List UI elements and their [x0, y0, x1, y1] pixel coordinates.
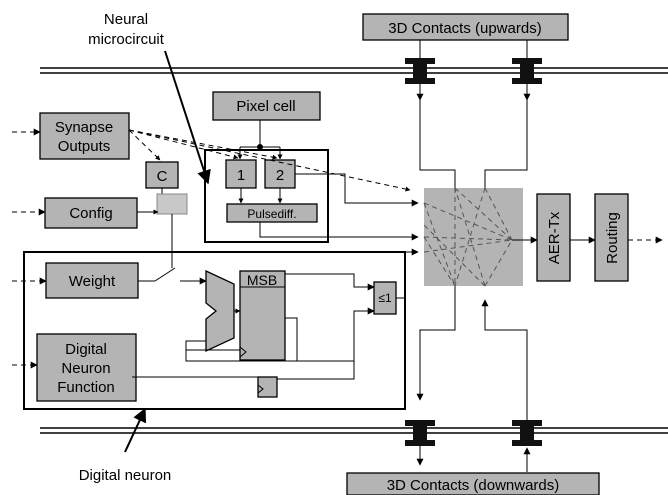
weight-box: [45, 262, 139, 299]
c-box: [145, 161, 179, 189]
contact-down-left: [405, 420, 435, 446]
config-label: Config: [69, 205, 112, 222]
neural-microcircuit-label-2: microcircuit: [88, 31, 165, 48]
routing-label: Routing: [604, 212, 621, 264]
dnf-label-3: Function: [57, 379, 115, 396]
contact-up-right: [512, 58, 542, 84]
or-gate-label: ≤1: [378, 291, 392, 305]
contact-up-left: [405, 58, 435, 84]
digital-neuron-label: Digital neuron: [79, 467, 172, 484]
pixel-cell-label: Pixel cell: [236, 98, 295, 115]
neural-microcircuit-frame: [204, 149, 329, 243]
config-box: [44, 197, 138, 229]
msb-register: [239, 270, 286, 361]
synapse-outputs-box: [39, 112, 130, 160]
pulsediff-label: Pulsediff.: [247, 207, 296, 221]
contacts-up-box: 3D Contacts (upwards): [362, 13, 569, 41]
cell-2-label: 2: [276, 167, 284, 184]
top-bus: [40, 67, 668, 74]
crossbar-dashed-paths: [423, 187, 513, 287]
adder-block: [205, 269, 235, 353]
dnf-flipflop: [257, 376, 278, 398]
contacts-up-label: 3D Contacts (upwards): [388, 20, 541, 37]
synapse-label-1: Synapse: [55, 119, 113, 136]
synapse-label-2: Outputs: [58, 138, 111, 155]
aer-tx-label: AER-Tx: [546, 211, 563, 264]
pixel-cell-box: [212, 91, 321, 121]
dnf-label-1: Digital: [65, 341, 107, 358]
dnf-label-2: Neuron: [61, 360, 110, 377]
cell-1-label: 1: [237, 167, 245, 184]
contacts-down-box: 3D Contacts (downwards): [346, 472, 600, 495]
dnf-box: [36, 333, 137, 402]
aer-tx-box: [536, 193, 571, 282]
pulsediff-box: [226, 203, 318, 223]
neural-microcircuit-label-1: Neural: [104, 11, 148, 28]
config-latch: [156, 193, 188, 215]
routing-box: [594, 193, 629, 282]
digital-neuron-frame: [23, 251, 406, 410]
contact-down-right: [512, 420, 542, 446]
msb-label: MSB: [247, 272, 277, 288]
crossbar: [424, 188, 523, 286]
contacts-down-label: 3D Contacts (downwards): [387, 477, 560, 494]
weight-label: Weight: [69, 273, 116, 290]
c-label: C: [157, 168, 168, 185]
bottom-bus: [40, 427, 668, 434]
